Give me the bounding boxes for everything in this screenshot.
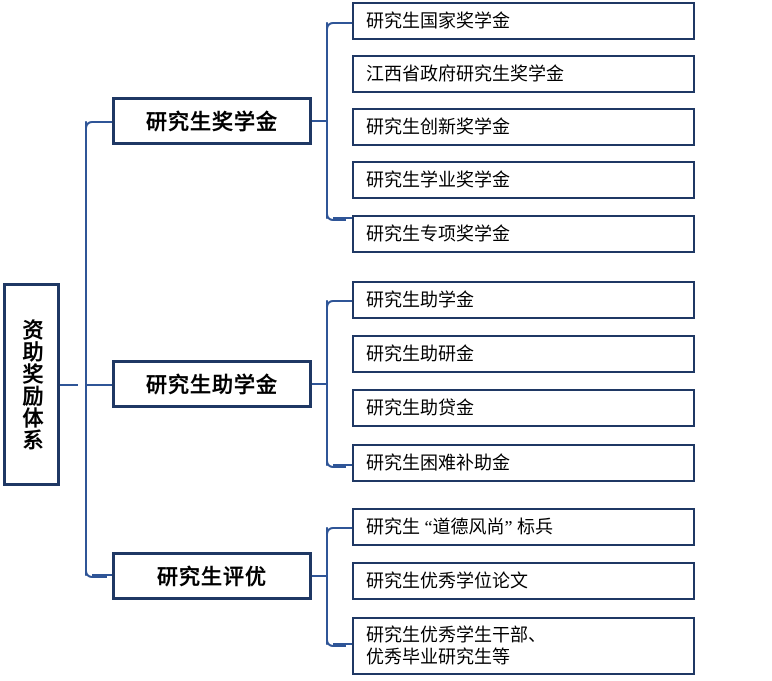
root-node-label: 资助奖励体系 — [20, 318, 44, 451]
leaf-node[interactable]: 研究生国家奖学金 — [352, 2, 695, 40]
leaf-node[interactable]: 研究生助研金 — [352, 335, 695, 373]
group-1-bracket-elbow-bottom — [326, 209, 346, 221]
leaf-label: 研究生 “道德风尚” 标兵 — [366, 516, 553, 537]
group-2-bracket-spine — [326, 300, 328, 466]
group-3-bracket-spine — [326, 527, 328, 645]
group-2-leaf-stub-4 — [333, 464, 354, 466]
leaf-node[interactable]: 江西省政府研究生奖学金 — [352, 55, 695, 93]
category-node-scholarship[interactable]: 研究生奖学金 — [112, 97, 312, 145]
group-3-leaf-stub-3 — [333, 643, 354, 645]
category-label-stipend: 研究生助学金 — [146, 373, 278, 397]
leaf-label: 研究生助学金 — [366, 289, 474, 310]
root-branch-stub-2 — [85, 384, 112, 386]
leaf-node[interactable]: 研究生助贷金 — [352, 389, 695, 427]
leaf-label: 研究生优秀学位论文 — [366, 570, 528, 591]
category-2-connector-stub — [312, 383, 326, 385]
leaf-node[interactable]: 研究生优秀学生干部、 优秀毕业研究生等 — [352, 617, 695, 675]
category-node-stipend[interactable]: 研究生助学金 — [112, 360, 312, 408]
leaf-node[interactable]: 研究生学业奖学金 — [352, 161, 695, 199]
category-3-connector-stub — [312, 575, 326, 577]
leaf-label: 研究生创新奖学金 — [366, 116, 510, 137]
leaf-node[interactable]: 研究生创新奖学金 — [352, 108, 695, 146]
root-node: 资助奖励体系 — [3, 283, 60, 486]
leaf-label: 江西省政府研究生奖学金 — [366, 63, 564, 84]
leaf-label: 研究生助贷金 — [366, 397, 474, 418]
root-connector-stub — [60, 384, 78, 386]
root-bracket-elbow-bottom — [85, 566, 107, 578]
leaf-node[interactable]: 研究生优秀学位论文 — [352, 562, 695, 600]
group-1-bracket-spine — [326, 22, 328, 219]
leaf-label: 研究生助研金 — [366, 343, 474, 364]
group-2-leaf-stub-1 — [333, 300, 354, 302]
leaf-label: 研究生优秀学生干部、 优秀毕业研究生等 — [366, 624, 546, 668]
leaf-node[interactable]: 研究生助学金 — [352, 281, 695, 319]
category-node-honors[interactable]: 研究生评优 — [112, 552, 312, 600]
category-label-scholarship: 研究生奖学金 — [146, 110, 278, 134]
leaf-label: 研究生困难补助金 — [366, 452, 510, 473]
category-1-connector-stub — [312, 120, 326, 122]
leaf-node[interactable]: 研究生专项奖学金 — [352, 215, 695, 253]
group-3-leaf-stub-1 — [333, 527, 354, 529]
leaf-label: 研究生国家奖学金 — [366, 10, 510, 31]
leaf-label: 研究生专项奖学金 — [366, 223, 510, 244]
root-bracket-spine — [85, 121, 87, 576]
group-3-bracket-elbow-bottom — [326, 635, 346, 647]
group-1-leaf-stub-1 — [333, 22, 354, 24]
category-label-honors: 研究生评优 — [157, 565, 267, 589]
root-branch-stub-3 — [92, 574, 112, 576]
leaf-node[interactable]: 研究生 “道德风尚” 标兵 — [352, 508, 695, 546]
leaf-label: 研究生学业奖学金 — [366, 169, 510, 190]
group-2-bracket-elbow-bottom — [326, 456, 346, 468]
group-1-leaf-stub-4 — [333, 217, 354, 219]
leaf-node[interactable]: 研究生困难补助金 — [352, 444, 695, 482]
root-branch-stub-1 — [92, 121, 112, 123]
